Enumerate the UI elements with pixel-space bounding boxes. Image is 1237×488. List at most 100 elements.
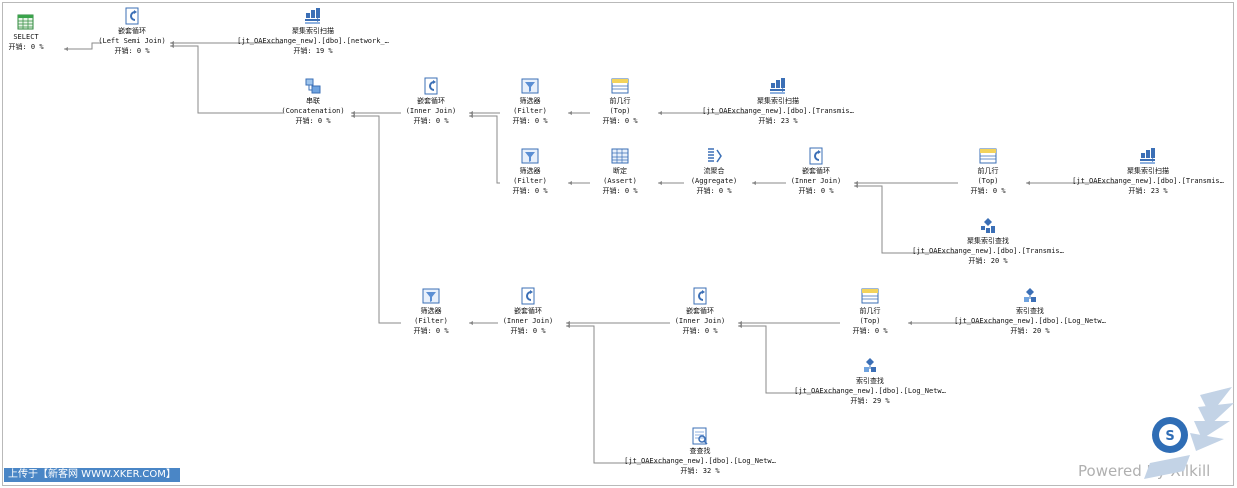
plan-node-isk1[interactable]: 索引查找[jt_OAExchange_new].[dbo].[Log_Netw…… — [945, 287, 1115, 336]
node-cost: 开销: 32 % — [615, 466, 785, 476]
node-title: 聚集索引扫描 — [757, 97, 799, 105]
cost-value: 23 % — [780, 117, 798, 125]
plan-node-rid[interactable]: 查查找[jt_OAExchange_new].[dbo].[Log_Netw…开… — [615, 427, 785, 476]
node-subtitle: [jt_OAExchange_new].[dbo].[Transmis… — [912, 247, 1064, 255]
plan-node-nl1[interactable]: 嵌套循环(Left Semi Join)开销: 0 % — [47, 7, 217, 56]
node-subtitle: [jt_OAExchange_new].[dbo].[network_… — [237, 37, 389, 45]
plan-node-nl3[interactable]: 嵌套循环(Inner Join)开销: 0 % — [731, 147, 901, 196]
plan-node-cisk1[interactable]: 聚集索引查找[jt_OAExchange_new].[dbo].[Transmi… — [903, 217, 1073, 266]
connector-arrow — [469, 321, 473, 325]
cost-value: 0 % — [534, 187, 548, 195]
cost-value: 0 % — [534, 117, 548, 125]
nested-loops-icon — [807, 147, 825, 165]
cost-label: 开销: — [413, 327, 436, 335]
node-title: SELECT — [13, 33, 39, 41]
connector-arrow — [351, 114, 355, 118]
cost-label: 开销: — [968, 257, 991, 265]
concatenation-icon — [304, 77, 322, 95]
node-subtitle: (Inner Join) — [790, 177, 842, 185]
connector-arrow — [658, 111, 662, 115]
cost-value: 0 % — [874, 327, 888, 335]
connector-arrow — [908, 321, 912, 325]
node-title: 前几行 — [859, 307, 881, 315]
plan-node-isk2[interactable]: 索引查找 [jt_OAExchange_new].[dbo].[Log_Netw…… — [785, 357, 955, 406]
node-title: 筛选器 — [519, 97, 541, 105]
node-subtitle: [jt_OAExchange_new].[dbo].[Log_Netw… — [794, 387, 946, 395]
upload-watermark: 上传于【新客网 WWW.XKER.COM】 — [4, 468, 180, 482]
cost-label: 开销: — [798, 187, 821, 195]
node-cost: 开销: 0 % — [346, 116, 516, 126]
node-cost: 开销: 20 % — [903, 256, 1073, 266]
node-cost: 开销: 23 % — [693, 116, 863, 126]
cost-label: 开销: — [850, 397, 873, 405]
connector-arrow — [752, 181, 756, 185]
node-cost: 开销: 20 % — [945, 326, 1115, 336]
node-subtitle: (Inner Join) — [405, 107, 457, 115]
node-title: 串联 — [306, 97, 320, 105]
cost-value: 20 % — [990, 257, 1008, 265]
connector-nl1-concat — [170, 45, 283, 114]
node-subtitle: [jt_OAExchange_new].[dbo].[Log_Netw… — [624, 457, 776, 465]
cost-label: 开销: — [293, 47, 316, 55]
plan-node-filter3[interactable]: 筛选器(Filter)开销: 0 % — [346, 287, 516, 336]
node-subtitle: (Aggregate) — [690, 177, 738, 185]
node-subtitle: (Top) — [609, 107, 631, 115]
plan-node-cis2[interactable]: 聚集索引扫描 [jt_OAExchange_new].[dbo].[Transmi… — [693, 77, 863, 126]
cost-label: 开销: — [512, 187, 535, 195]
plan-node-assert[interactable]: 断定(Assert)开销: 0 % — [535, 147, 705, 196]
connector-arrow — [568, 181, 572, 185]
cost-label: 开销: — [602, 187, 625, 195]
aggregate-icon — [705, 147, 723, 165]
plan-node-top2[interactable]: 前几行(Top)开销: 0 % — [903, 147, 1073, 196]
connector-nl2-filter2 — [469, 115, 500, 184]
node-cost: 开销: 0 % — [731, 186, 901, 196]
plan-node-filter1[interactable]: 筛选器(Filter)开销: 0 % — [445, 77, 615, 126]
node-cost: 开销: 0 % — [0, 42, 111, 52]
node-title: 索引查找 — [856, 377, 884, 385]
plan-node-nl5[interactable]: 嵌套循环(Inner Join)开销: 0 % — [615, 287, 785, 336]
plan-node-nl2[interactable]: 嵌套循环 (Inner Join)开销: 0 % — [346, 77, 516, 126]
cost-value: 20 % — [1032, 327, 1050, 335]
cost-value: 0 % — [435, 117, 449, 125]
svg-text:S: S — [1165, 429, 1174, 444]
plan-node-nl4[interactable]: 嵌套循环(Inner Join)开销: 0 % — [443, 287, 613, 336]
cost-value: 0 % — [435, 327, 449, 335]
cost-value: 32 % — [702, 467, 720, 475]
plan-node-concat[interactable]: 串联(Concatenation)开销: 0 % — [228, 77, 398, 126]
cost-value: 0 % — [624, 187, 638, 195]
node-title: 聚集索引扫描 — [292, 27, 334, 35]
node-cost: 开销: 0 % — [785, 326, 955, 336]
node-subtitle: (Inner Join) — [502, 317, 554, 325]
connector-nl4-rid — [566, 325, 670, 464]
connector-arrow — [566, 321, 570, 325]
clustered-index-scan-icon — [304, 7, 322, 25]
plan-node-cis3[interactable]: 聚集索引扫描[jt_OAExchange_new].[dbo].[Transmi… — [1063, 147, 1233, 196]
node-subtitle: [jt_OAExchange_new].[dbo].[Transmis… — [702, 107, 854, 115]
node-title: 流聚合 — [703, 167, 725, 175]
cost-label: 开销: — [114, 47, 137, 55]
connector-arrow — [64, 47, 68, 51]
node-subtitle: (Filter) — [513, 107, 547, 115]
cost-value: 0 % — [136, 47, 150, 55]
connector-arrow — [658, 181, 662, 185]
plan-node-top3[interactable]: 前几行(Top)开销: 0 % — [785, 287, 955, 336]
node-subtitle: (Assert) — [603, 177, 637, 185]
node-cost: 开销: 29 % — [785, 396, 955, 406]
node-cost: 开销: 0 % — [903, 186, 1073, 196]
index-seek-icon — [1021, 287, 1039, 305]
node-title: 嵌套循环 — [417, 97, 445, 105]
nested-loops-icon — [123, 7, 141, 25]
plan-node-agg[interactable]: 流聚合(Aggregate)开销: 0 % — [629, 147, 799, 196]
node-subtitle: [jt_OAExchange_new].[dbo].[Transmis… — [1072, 177, 1224, 185]
node-title: 筛选器 — [420, 307, 442, 315]
cost-label: 开销: — [680, 467, 703, 475]
connector-nl5-isk2 — [738, 325, 840, 394]
plan-node-top1[interactable]: 前几行(Top)开销: 0 % — [535, 77, 705, 126]
connector-arrow — [854, 184, 858, 188]
cost-value: 19 % — [315, 47, 333, 55]
plan-node-filter2[interactable]: 筛选器(Filter)开销: 0 % — [445, 147, 615, 196]
plan-node-cis1[interactable]: 聚集索引扫描 [jt_OAExchange_new].[dbo].[network… — [228, 7, 398, 56]
node-cost: 开销: 0 % — [535, 116, 705, 126]
connector-concat-filter3 — [351, 115, 401, 324]
